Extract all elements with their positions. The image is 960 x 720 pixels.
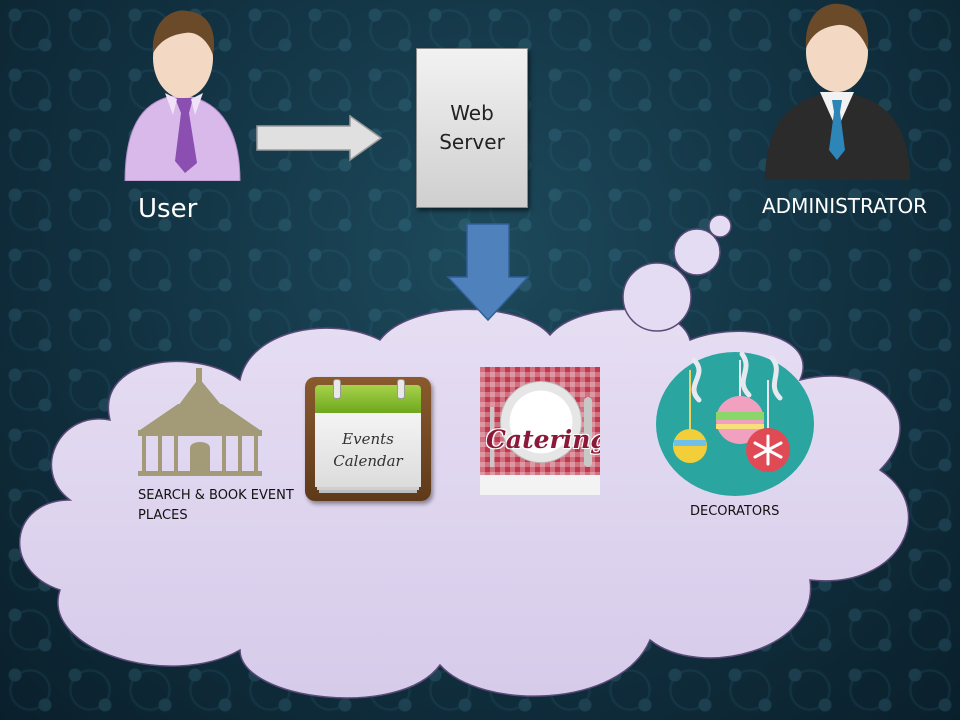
calendar-line1: Events: [342, 430, 394, 448]
server-label-line1: Web: [450, 101, 494, 125]
user-avatar-icon: [124, 10, 241, 181]
web-server-box: Web Server: [416, 48, 528, 208]
right-arrow-icon: [256, 114, 383, 162]
calendar-line2: Calendar: [333, 452, 403, 470]
pavilion-icon: [138, 368, 262, 476]
administrator-label: ADMINISTRATOR: [762, 194, 928, 218]
thought-bubble-medium: [673, 228, 721, 276]
catering-plate-icon: Catering: [480, 367, 600, 495]
ornaments-icon: [656, 351, 814, 496]
user-label: User: [138, 194, 198, 224]
server-label-line2: Server: [439, 130, 505, 154]
catering-label: Catering: [486, 425, 600, 454]
down-arrow-icon: [446, 223, 530, 322]
thought-bubble-large: [622, 262, 692, 332]
event-places-caption: SEARCH & BOOK EVENT PLACES: [138, 488, 294, 523]
calendar-icon: Events Calendar: [305, 377, 431, 501]
administrator-avatar-icon: [765, 3, 910, 180]
decorators-caption: DECORATORS: [690, 504, 780, 519]
thought-bubble-small: [708, 214, 732, 238]
